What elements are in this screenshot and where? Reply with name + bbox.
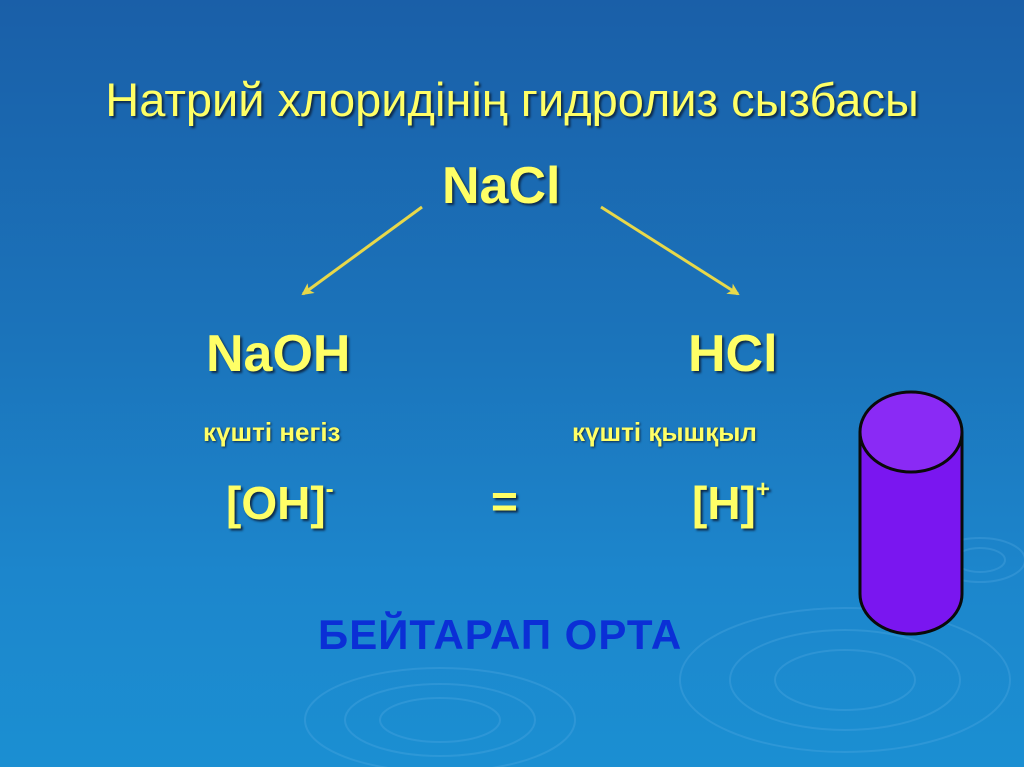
- neutral-medium-label: БЕЙТАРАП ОРТА: [318, 611, 683, 658]
- slide-title: Натрий хлоридінің гидролиз сызбасы: [105, 73, 919, 126]
- arrow-down-right-icon: [600, 205, 740, 296]
- purple-cylinder-icon: [858, 390, 964, 636]
- acid-formula: HCl: [688, 325, 778, 383]
- hydrogen-ion: [H]+: [692, 476, 770, 529]
- hydroxide-ion-charge: -: [325, 476, 334, 503]
- equals-sign: =: [491, 475, 518, 527]
- hydrogen-ion-symbol: [H]: [692, 477, 756, 529]
- acid-description: күшті қышқыл: [572, 417, 757, 447]
- hydrogen-ion-charge: +: [755, 476, 770, 503]
- hydroxide-ion: [OH]-: [226, 476, 334, 529]
- base-formula: NaOH: [206, 325, 351, 383]
- salt-formula: NaCl: [442, 157, 561, 215]
- hydroxide-ion-symbol: [OH]: [226, 477, 326, 529]
- base-description: күшті негіз: [203, 417, 341, 447]
- arrow-down-left-icon: [301, 205, 423, 296]
